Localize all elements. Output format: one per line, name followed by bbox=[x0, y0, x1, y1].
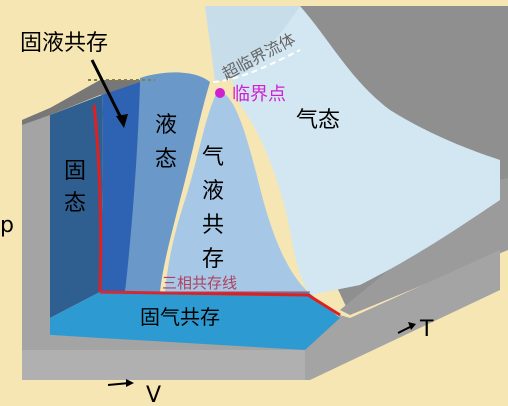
triple-line bbox=[99, 290, 341, 317]
label-critical-point: 临界点 bbox=[232, 84, 286, 105]
front-floor-face bbox=[22, 350, 305, 380]
supercritical-region bbox=[205, 6, 300, 82]
t-axis-arrow-line bbox=[397, 325, 413, 334]
label-gas-liquid-2: 液 bbox=[202, 179, 224, 204]
solid-liquid-region bbox=[100, 82, 140, 292]
solid-region bbox=[50, 95, 103, 318]
label-solid-gas: 固气共存 bbox=[140, 305, 220, 329]
gas-liquid-region bbox=[165, 90, 308, 292]
label-liquid-2: 态 bbox=[155, 147, 177, 172]
label-solid-1: 固 bbox=[64, 159, 86, 184]
label-gas: 气态 bbox=[296, 108, 340, 133]
solid-gas-region bbox=[50, 292, 340, 350]
label-liquid-1: 液 bbox=[155, 113, 177, 138]
v-axis-arrow-head bbox=[126, 379, 134, 387]
label-solid-2: 态 bbox=[64, 191, 86, 216]
critical-point-dot bbox=[215, 88, 225, 98]
label-solid-liquid: 固液共存 bbox=[20, 31, 108, 56]
liquid-region bbox=[125, 72, 210, 292]
supercritical-dashed-line bbox=[212, 49, 301, 83]
arrow-line bbox=[90, 59, 126, 125]
front-bottom-face bbox=[22, 108, 500, 380]
label-gas-liquid-3: 共 bbox=[202, 213, 224, 238]
label-axis-v: V bbox=[146, 383, 161, 406]
solid-boundary-line bbox=[92, 104, 103, 293]
label-gas-liquid-1: 气 bbox=[202, 145, 224, 170]
label-axis-t: T bbox=[419, 317, 434, 342]
label-axis-p: p bbox=[0, 213, 14, 238]
t-axis-arrow-head bbox=[408, 322, 416, 330]
arrow-head bbox=[116, 114, 128, 128]
label-gas-liquid-4: 存 bbox=[202, 247, 224, 272]
label-triple-line: 三相共存线 bbox=[162, 274, 237, 292]
gas-region bbox=[205, 6, 500, 295]
